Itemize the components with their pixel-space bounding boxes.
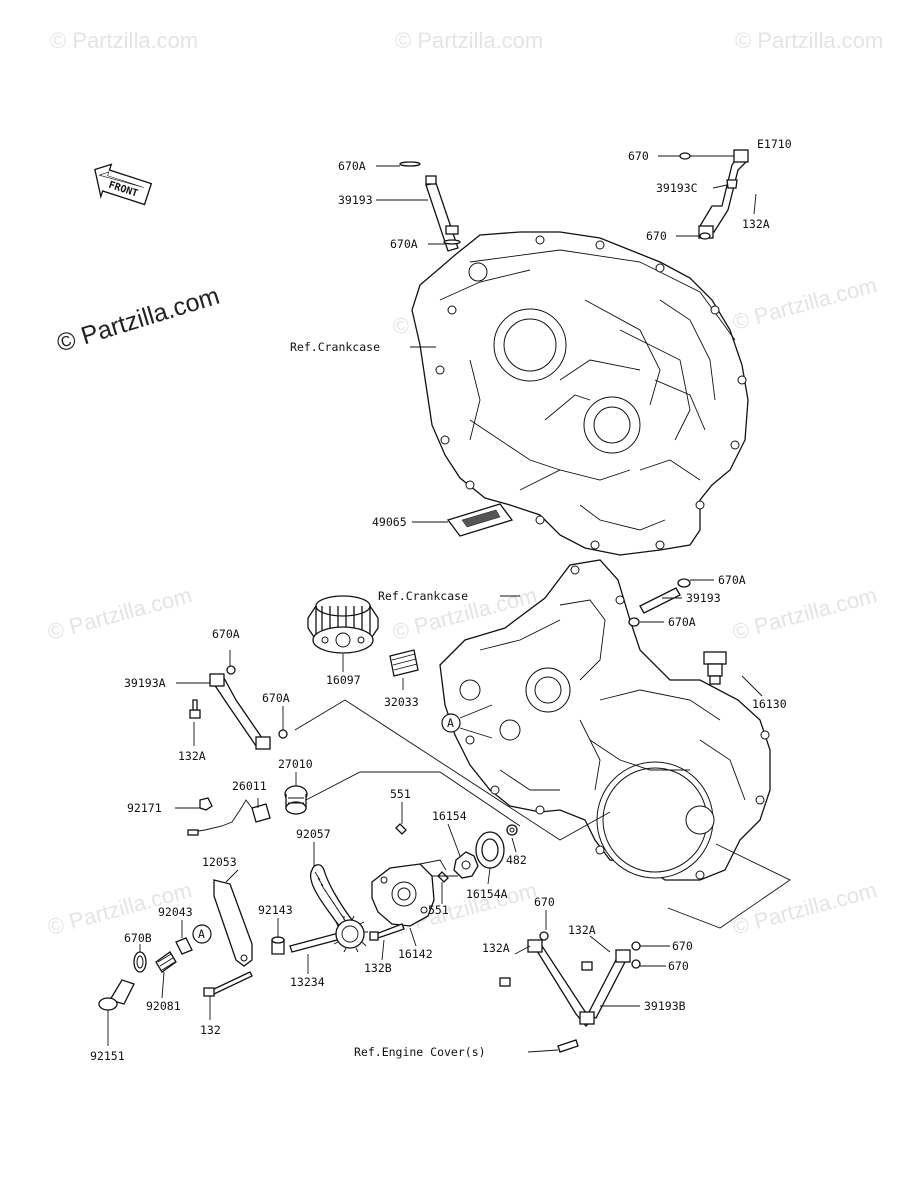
callout-132a: 132A <box>178 749 206 763</box>
oil-pipe-39193b <box>499 931 641 1053</box>
callout-39193c: 39193C <box>656 181 698 195</box>
watermark: © Partzilla.com <box>45 582 195 645</box>
callout-92043: 92043 <box>158 905 193 919</box>
rotor-16154 <box>453 851 479 879</box>
diagram-code: E1710 <box>757 137 792 151</box>
callout-670a: 670A <box>718 573 746 587</box>
callout-551: 551 <box>390 787 411 801</box>
callout-labels: 670A 39193 670A 670 39193C 670 132A Ref.… <box>90 149 787 1063</box>
callout-39193b: 39193B <box>644 999 686 1013</box>
callout-670b: 670B <box>124 931 152 945</box>
o-ring-670b <box>133 951 147 973</box>
leader-lines <box>107 155 791 1053</box>
watermark: © Partzilla.com <box>730 582 880 645</box>
pin-92043 <box>175 937 193 955</box>
collar-92143 <box>271 936 285 955</box>
callout-670a: 670A <box>262 691 290 705</box>
callout-ref-crankcase: Ref.Crankcase <box>378 589 468 603</box>
callout-49065: 49065 <box>372 515 407 529</box>
callout-13234: 13234 <box>290 975 325 989</box>
callout-670a: 670A <box>668 615 696 629</box>
label-plate-drawing <box>446 503 514 537</box>
spring-92081 <box>155 951 177 973</box>
callout-32033: 32033 <box>384 695 419 709</box>
watermark: © Partzilla.com <box>735 28 883 53</box>
callout-132a: 132A <box>742 217 770 231</box>
chain-guide-12053 <box>213 879 253 967</box>
callout-16154a: 16154A <box>466 887 508 901</box>
callout-670: 670 <box>534 895 555 909</box>
callout-92151: 92151 <box>90 1049 125 1063</box>
callout-39193: 39193 <box>338 193 373 207</box>
spring-32033 <box>389 649 419 677</box>
rotor-16154a <box>475 831 505 869</box>
callout-670: 670 <box>628 149 649 163</box>
oil-pressure-switch-16130 <box>703 651 727 685</box>
marker-a-crankcase: A <box>441 713 461 733</box>
callout-132a: 132A <box>482 941 510 955</box>
callout-132a: 132A <box>568 923 596 937</box>
callout-16154: 16154 <box>432 809 467 823</box>
bolt-132b <box>369 923 405 941</box>
callout-39193a: 39193A <box>124 676 166 690</box>
callout-551: 551 <box>428 903 449 917</box>
callout-16097: 16097 <box>326 673 361 687</box>
callout-92143: 92143 <box>258 903 293 917</box>
oil-pump-16142 <box>371 859 447 927</box>
watermark: © Partzilla.com <box>395 28 543 53</box>
callout-482: 482 <box>506 853 527 867</box>
callout-ref-crankcase: Ref.Crankcase <box>290 340 380 354</box>
callout-26011: 26011 <box>232 779 267 793</box>
circlip-482 <box>506 824 518 836</box>
oil-pipe-39193-upper <box>399 161 461 252</box>
marker-a-label: A <box>447 716 454 730</box>
callout-670: 670 <box>668 959 689 973</box>
bolt-132 <box>203 971 253 997</box>
watermark: © Partzilla.com <box>730 877 880 940</box>
callout-39193: 39193 <box>686 591 721 605</box>
callout-16142: 16142 <box>398 947 433 961</box>
oil-pipe-39193c <box>679 149 749 240</box>
callout-92171: 92171 <box>127 801 162 815</box>
dowel-pin-551 <box>395 823 449 883</box>
watermark: © Partzilla.com <box>730 272 880 335</box>
marker-a-pump: A <box>192 924 212 944</box>
upper-crankcase-drawing <box>411 231 749 556</box>
callout-27010: 27010 <box>278 757 313 771</box>
front-arrow-icon: FRONT <box>94 163 153 206</box>
callout-670a: 670A <box>212 627 240 641</box>
shaft-13234 <box>289 915 368 953</box>
plug-92151 <box>98 979 135 1011</box>
callout-670: 670 <box>646 229 667 243</box>
oil-pipe-39193a <box>189 665 288 750</box>
partzilla-watermark: © Partzilla.com <box>54 282 223 358</box>
callout-92057: 92057 <box>296 827 331 841</box>
harness-26011 <box>187 797 271 836</box>
callout-92081: 92081 <box>146 999 181 1013</box>
callout-ref-engine-cover: Ref.Engine Cover(s) <box>354 1045 486 1059</box>
callout-16130: 16130 <box>752 697 787 711</box>
callout-670: 670 <box>672 939 693 953</box>
callout-670a: 670A <box>338 159 366 173</box>
callout-670a: 670A <box>390 237 418 251</box>
oil-filter-16097 <box>307 595 379 654</box>
callout-132b: 132B <box>364 961 392 975</box>
oil-pipe-39193-lower <box>628 578 691 627</box>
watermark: © Partzilla.com <box>50 28 198 53</box>
marker-a-label: A <box>198 927 205 941</box>
lower-crankcase-drawing <box>439 559 771 881</box>
relief-valve-27010 <box>284 785 308 815</box>
callout-12053: 12053 <box>202 855 237 869</box>
callout-132: 132 <box>200 1023 221 1037</box>
